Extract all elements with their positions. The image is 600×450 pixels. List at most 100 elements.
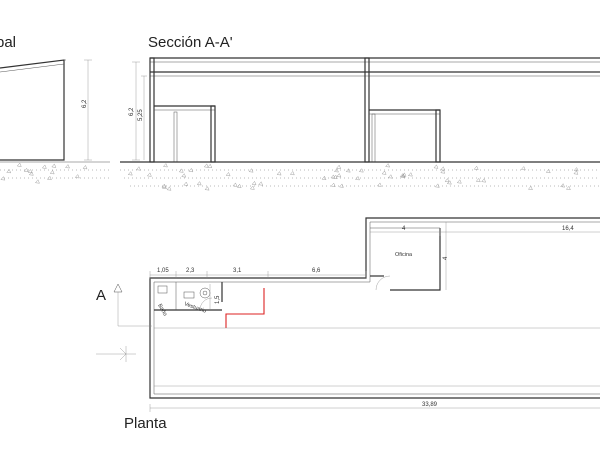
section-marker-arrow-icon [113,283,123,293]
section-height-label-b: 5,25 [138,109,144,121]
dim-total-length: 33,89 [422,402,438,408]
soil-mark [51,163,57,168]
soil-mark [127,171,133,176]
section-left-room-door [173,111,178,163]
soil-mark [440,169,446,174]
soil-mark [248,168,254,173]
soil-mark [136,166,141,171]
soil-mark [433,164,439,169]
soil-mark [456,179,462,184]
soil-mark [49,170,55,175]
dim-d4: 6,6 [312,268,321,274]
soil-mark [16,162,22,167]
dim-office-width: 4 [402,226,406,232]
soil-mark [163,163,168,168]
soil-mark [321,175,327,180]
soil-mark [23,167,29,173]
bano-label: Baño [156,303,168,317]
toilet-icon [157,285,168,294]
side-height-label: 6,2 [82,99,88,108]
soil-mark [408,172,413,177]
soil-mark [385,163,390,168]
soil-mark [560,183,565,188]
soil-mark [473,165,479,170]
soil-mark [444,178,450,183]
side-elevation: pal 6,2 [0,34,110,179]
section-left-wall [149,57,155,163]
soil-mark [434,183,440,188]
soil-mark [401,172,407,177]
dim-d2: 2,3 [186,268,195,274]
soil-mark [289,171,295,176]
soil-mark [181,173,187,178]
soil-mark [166,186,172,191]
soil-mark [334,168,339,173]
soil-mark [74,174,80,179]
soil-mark [339,183,344,188]
soil-mark [232,182,238,187]
plan-wc-door-swing [199,297,213,311]
section-marker-letter: A [96,287,106,304]
soil-mark [520,166,526,171]
soil-mark [399,173,405,178]
soil-mark [336,164,341,169]
plan-inner-wall [153,221,600,395]
soil-mark [387,174,393,179]
soil-mark [573,167,579,172]
soil-mark [41,164,47,169]
soil-mark [345,168,351,173]
soil-mark [528,185,533,190]
soil-mark [28,171,34,176]
soil-mark [545,168,551,174]
shower-drain-icon [199,287,211,299]
section-height-label-a: 6,2 [129,107,135,116]
plan-office-door-swing [375,275,391,291]
section-title: Sección A-A' [148,34,233,51]
soil-mark [330,174,336,179]
dim-wc-depth: 1,5 [215,295,221,304]
soil-mark [377,182,382,187]
soil-mark [207,163,213,168]
vestuario-label: Vestuario [183,301,207,314]
dim-d3: 3,1 [233,268,242,274]
dim-d1: 1,05 [157,268,169,274]
side-roof-line [0,63,65,73]
soil-mark [358,168,364,173]
soil-mark [225,172,231,177]
soil-mark [27,169,33,174]
soil-mark [6,169,12,174]
soil-mark [355,176,360,181]
soil-mark [147,172,152,177]
soil-mark [251,181,257,186]
dim-office-depth: 4 [443,256,449,260]
side-view-title: pal [0,34,16,51]
section-right-room-wall [435,109,441,163]
soil-mark [203,163,209,168]
plan-outer-wall [149,217,600,399]
ground-scatter-marks [0,162,579,191]
soil-mark [481,178,486,183]
soil-mark [162,184,167,189]
soil-mark [446,180,452,185]
soil-mark [82,165,88,170]
plan-red-wall-addition [225,288,265,328]
side-wall-outline [0,59,65,161]
office-label: Oficina [395,252,413,258]
dim-right-width: 16,4 [562,226,574,232]
section-left-room-wall [210,105,216,163]
soil-mark [336,173,342,178]
plan-title: Planta [124,415,167,432]
soil-mark [178,168,184,173]
soil-mark [47,175,52,181]
section-a-a: Sección A-A' 6,2 5,25 [120,34,600,187]
soil-mark [400,173,406,178]
soil-mark [475,177,481,183]
floor-plan: Planta Oficina Vestuario Baño 1,05 2,3 3… [96,217,600,432]
soil-mark [249,185,255,190]
soil-mark [35,179,40,184]
sink-icon [183,291,195,299]
soil-mark [188,167,194,173]
soil-mark [236,183,242,188]
soil-mark [573,170,579,175]
